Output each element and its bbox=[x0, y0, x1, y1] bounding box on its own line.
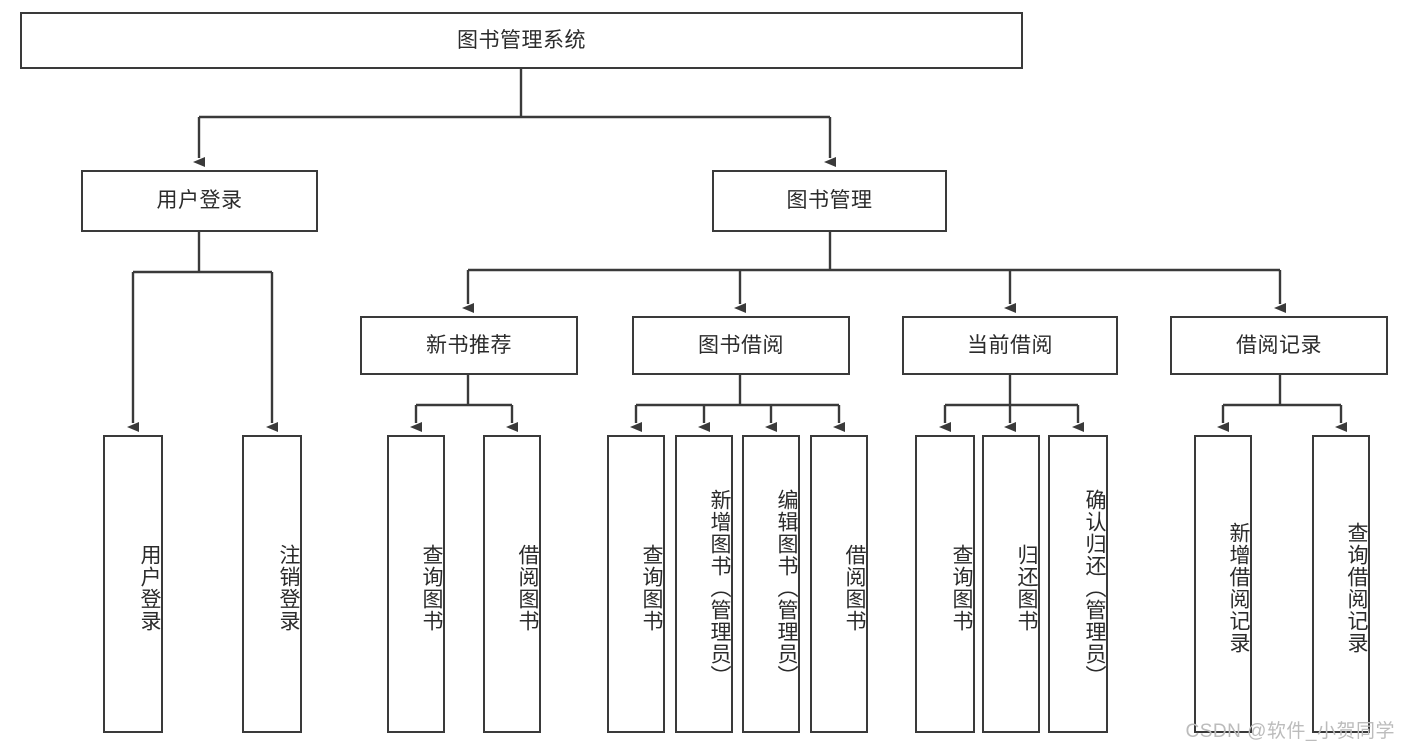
leaf-query-book-3[interactable]: 查询图书 bbox=[915, 435, 975, 733]
node-current-borrow-label: 当前借阅 bbox=[967, 333, 1053, 357]
leaf-borrow-book-1[interactable]: 借阅图书 bbox=[483, 435, 541, 733]
leaf-add-book[interactable]: 新增图书（管理员） bbox=[675, 435, 733, 733]
leaf-query-record[interactable]: 查询借阅记录 bbox=[1312, 435, 1370, 733]
leaf-user-login-label: 用户登录 bbox=[138, 544, 161, 632]
node-book-manage-label: 图书管理 bbox=[786, 189, 873, 213]
node-new-book-rec-label: 新书推荐 bbox=[426, 333, 512, 357]
watermark: CSDN @软件_小贺同学 bbox=[1185, 721, 1395, 742]
leaf-confirm-return[interactable]: 确认归还（管理员） bbox=[1048, 435, 1108, 733]
leaf-user-login[interactable]: 用户登录 bbox=[103, 435, 163, 733]
leaf-add-record[interactable]: 新增借阅记录 bbox=[1194, 435, 1252, 733]
node-book-borrow[interactable]: 图书借阅 bbox=[632, 316, 850, 375]
leaf-query-book-3-label: 查询图书 bbox=[950, 544, 973, 632]
node-book-manage[interactable]: 图书管理 bbox=[712, 170, 947, 232]
leaf-borrow-book-2-label: 借阅图书 bbox=[843, 544, 866, 632]
leaf-return-book-label: 归还图书 bbox=[1015, 544, 1038, 632]
node-new-book-rec[interactable]: 新书推荐 bbox=[360, 316, 578, 375]
leaf-edit-book-label: 编辑图书（管理员） bbox=[775, 489, 798, 687]
leaf-query-book-1[interactable]: 查询图书 bbox=[387, 435, 445, 733]
leaf-query-book-2[interactable]: 查询图书 bbox=[607, 435, 665, 733]
leaf-logout-label: 注销登录 bbox=[277, 544, 300, 632]
leaf-add-book-label: 新增图书（管理员） bbox=[708, 489, 731, 687]
node-user-login[interactable]: 用户登录 bbox=[81, 170, 318, 232]
node-root[interactable]: 图书管理系统 bbox=[20, 12, 1023, 69]
leaf-return-book[interactable]: 归还图书 bbox=[982, 435, 1040, 733]
node-borrow-record[interactable]: 借阅记录 bbox=[1170, 316, 1388, 375]
leaf-logout[interactable]: 注销登录 bbox=[242, 435, 302, 733]
node-borrow-record-label: 借阅记录 bbox=[1236, 333, 1322, 357]
leaf-query-book-1-label: 查询图书 bbox=[420, 544, 443, 632]
node-user-login-label: 用户登录 bbox=[156, 189, 243, 213]
leaf-borrow-book-2[interactable]: 借阅图书 bbox=[810, 435, 868, 733]
leaf-add-record-label: 新增借阅记录 bbox=[1227, 522, 1250, 654]
node-current-borrow[interactable]: 当前借阅 bbox=[902, 316, 1118, 375]
leaf-edit-book[interactable]: 编辑图书（管理员） bbox=[742, 435, 800, 733]
leaf-borrow-book-1-label: 借阅图书 bbox=[516, 544, 539, 632]
leaf-query-book-2-label: 查询图书 bbox=[640, 544, 663, 632]
leaf-query-record-label: 查询借阅记录 bbox=[1345, 522, 1368, 654]
leaf-confirm-return-label: 确认归还（管理员） bbox=[1083, 489, 1106, 687]
node-root-label: 图书管理系统 bbox=[457, 28, 586, 52]
node-book-borrow-label: 图书借阅 bbox=[698, 333, 784, 357]
